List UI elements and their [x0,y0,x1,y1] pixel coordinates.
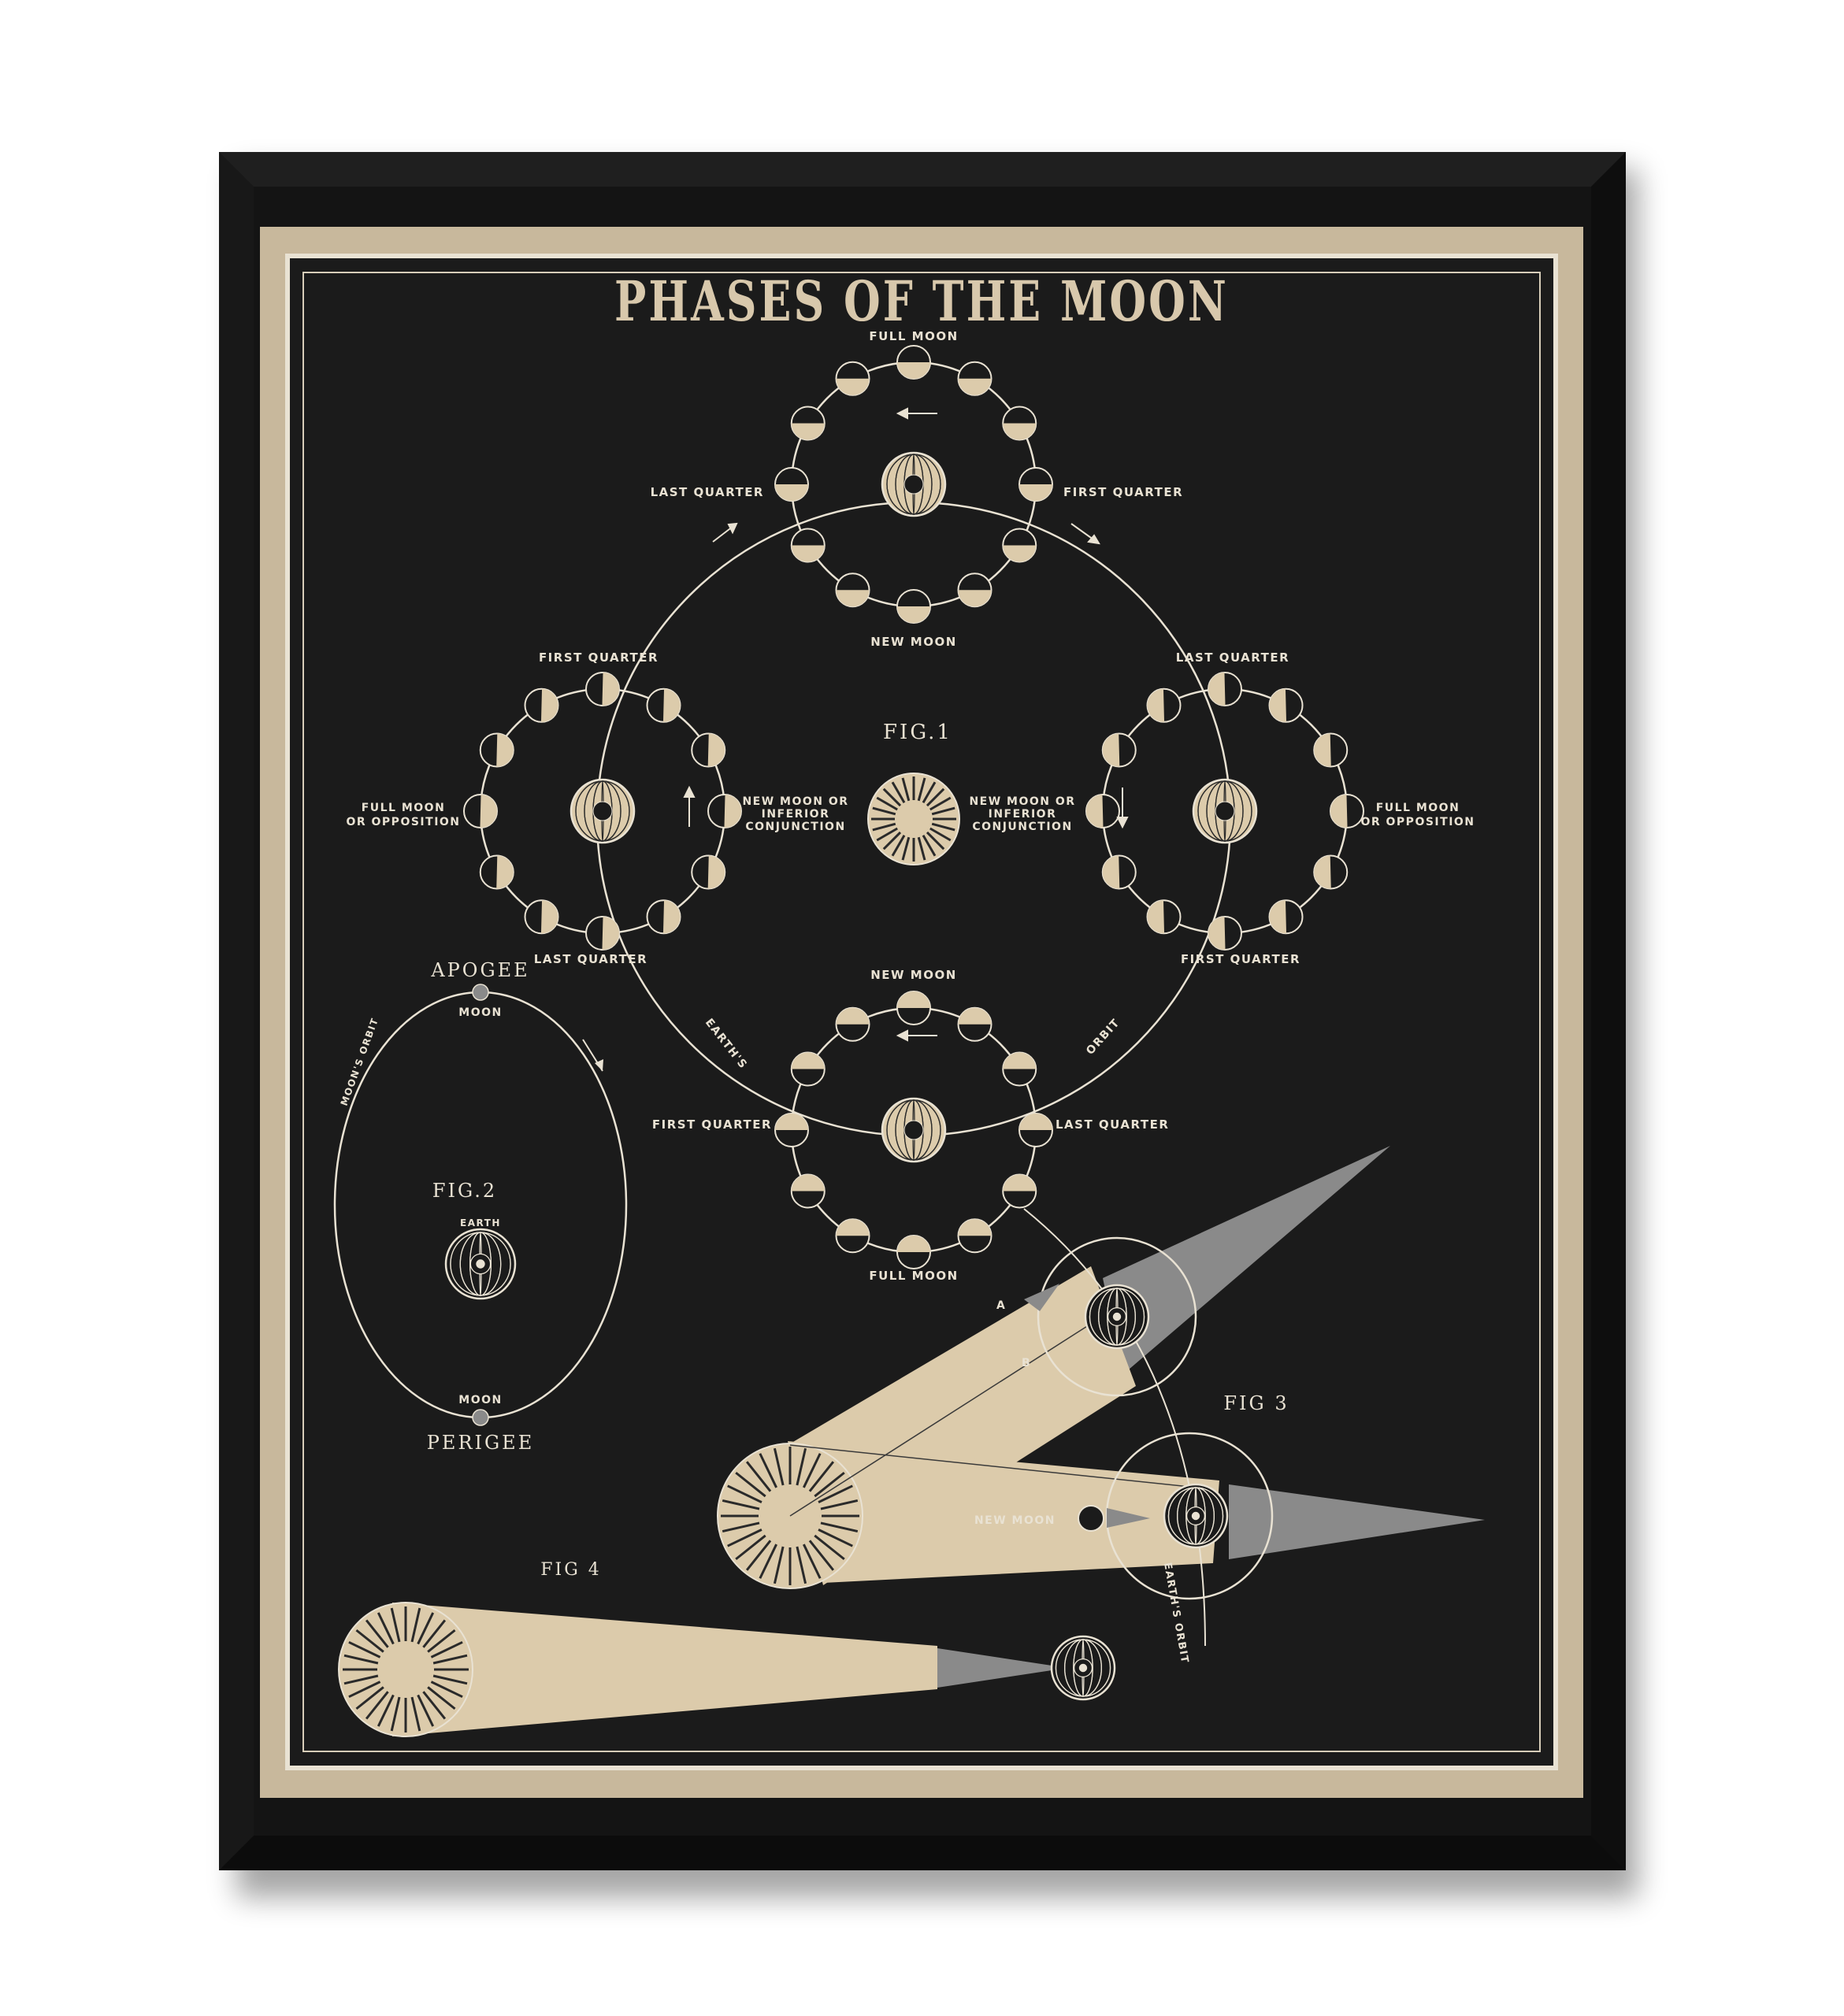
fig1-label: FIG.1 [883,721,952,744]
moon-system-left [463,672,742,951]
moon-phase [790,406,826,441]
moon-phase [835,1218,870,1254]
moon-phase [790,528,826,563]
moon-system-bottom [774,991,1053,1269]
fig3-new-moon-label: NEW MOON [974,1514,1056,1527]
moon-phase [1330,794,1364,828]
right-last-quarter-label: LAST QUARTER [1176,650,1289,665]
fig2-moon-bottom-label: MOON [458,1394,502,1406]
moon-phase [1101,732,1137,768]
moon-phase [774,467,809,502]
left-full-moon-label-2: OR OPPOSITION [346,816,460,828]
moon-phase [835,361,870,396]
moon-phase [1018,467,1053,502]
moon-phase [1313,732,1349,768]
right-full-moon-label-2: OR OPPOSITION [1360,816,1475,828]
poster-border-line [302,272,1541,1752]
moon-system-right [1085,672,1364,951]
fig3-diagram [717,1146,1485,1647]
moon-phase [479,732,514,768]
moon-phase [774,1113,809,1147]
moon-phase [646,899,681,935]
poster-title: PHASES OF THE MOON [614,269,1229,334]
moon-phase [1101,854,1137,890]
moon-phase [896,1235,931,1269]
moon-phase [585,916,620,951]
fig2-moon-top-label: MOON [458,1006,502,1019]
moon-phase [790,1051,826,1087]
right-full-moon-label-1: FULL MOON [1376,802,1460,814]
left-first-quarter-label: FIRST QUARTER [539,650,659,665]
left-new-moon-label-3: CONJUNCTION [745,821,845,833]
moon-phase [707,794,742,828]
moon-phase [1002,406,1037,441]
moon-phase [524,899,559,935]
moon-phase [896,345,931,380]
moon-phase [463,794,498,828]
moon-phase [896,991,931,1025]
frame-bevel-right [1591,152,1626,1870]
moon-phase [1085,794,1120,828]
right-first-quarter-label: FIRST QUARTER [1181,952,1300,966]
moon-phase [691,854,726,890]
right-new-moon-label-2: INFERIOR [989,808,1057,821]
moon-phase [1268,687,1304,723]
moon-phase [957,573,992,608]
bottom-first-quarter-label: FIRST QUARTER [652,1117,772,1132]
fig2-apogee-label: APOGEE [430,959,529,981]
moon-phase [1208,672,1242,706]
moon-phase [585,672,620,706]
fig1-sun [867,773,960,865]
fig2-label: FIG.2 [432,1180,497,1202]
moon-phase [835,1006,870,1042]
moon-phase [1208,916,1242,951]
fig2-diagram [333,984,628,1426]
frame-bevel-top [219,152,1626,187]
frame-bevel-bottom [219,1836,1626,1870]
fig2-perigee-label: PERIGEE [427,1432,534,1454]
right-new-moon-label-3: CONJUNCTION [972,821,1072,833]
bottom-new-moon-label: NEW MOON [870,968,957,982]
fig3-point-b-label: B [1022,1357,1031,1369]
moon-phase [1313,854,1349,890]
moon-phase [691,732,726,768]
moon-phase [1268,899,1304,935]
fig4-label: FIG 4 [540,1560,602,1580]
moon-phase [896,589,931,624]
bottom-last-quarter-label: LAST QUARTER [1056,1117,1169,1132]
moon-phase [790,1173,826,1209]
left-full-moon-label-1: FULL MOON [362,802,446,814]
fig3-point-a-label: A [996,1299,1006,1312]
right-new-moon-label-1: NEW MOON OR [969,795,1075,808]
moon-phase [479,854,514,890]
bottom-full-moon-label: FULL MOON [869,1269,958,1283]
top-new-moon-label: NEW MOON [870,635,957,649]
moon-phase [835,573,870,608]
fig3-label: FIG 3 [1223,1392,1289,1414]
moon-system-top [774,345,1053,624]
moon-phase [1002,1051,1037,1087]
moon-phase [957,361,992,396]
top-last-quarter-label: LAST QUARTER [651,485,764,499]
moon-phase [957,1218,992,1254]
moon-phase [957,1006,992,1042]
moon-phase [1002,1173,1037,1209]
orbit-arrows [683,407,1129,1042]
moon-phase [1146,687,1182,723]
moon-phase [524,687,559,723]
fig2-earth-label: EARTH [460,1217,501,1228]
frame-bevel-left [219,152,254,1870]
left-last-quarter-label: LAST QUARTER [534,952,647,966]
top-first-quarter-label: FIRST QUARTER [1063,485,1183,499]
left-new-moon-label-1: NEW MOON OR [742,795,848,808]
moon-phase [1018,1113,1053,1147]
left-new-moon-label-2: INFERIOR [762,808,830,821]
moon-phase [1146,899,1182,935]
moon-phase [1002,528,1037,563]
fig4-diagram [338,1602,1116,1737]
top-full-moon-label: FULL MOON [869,329,958,343]
moon-phase [646,687,681,723]
